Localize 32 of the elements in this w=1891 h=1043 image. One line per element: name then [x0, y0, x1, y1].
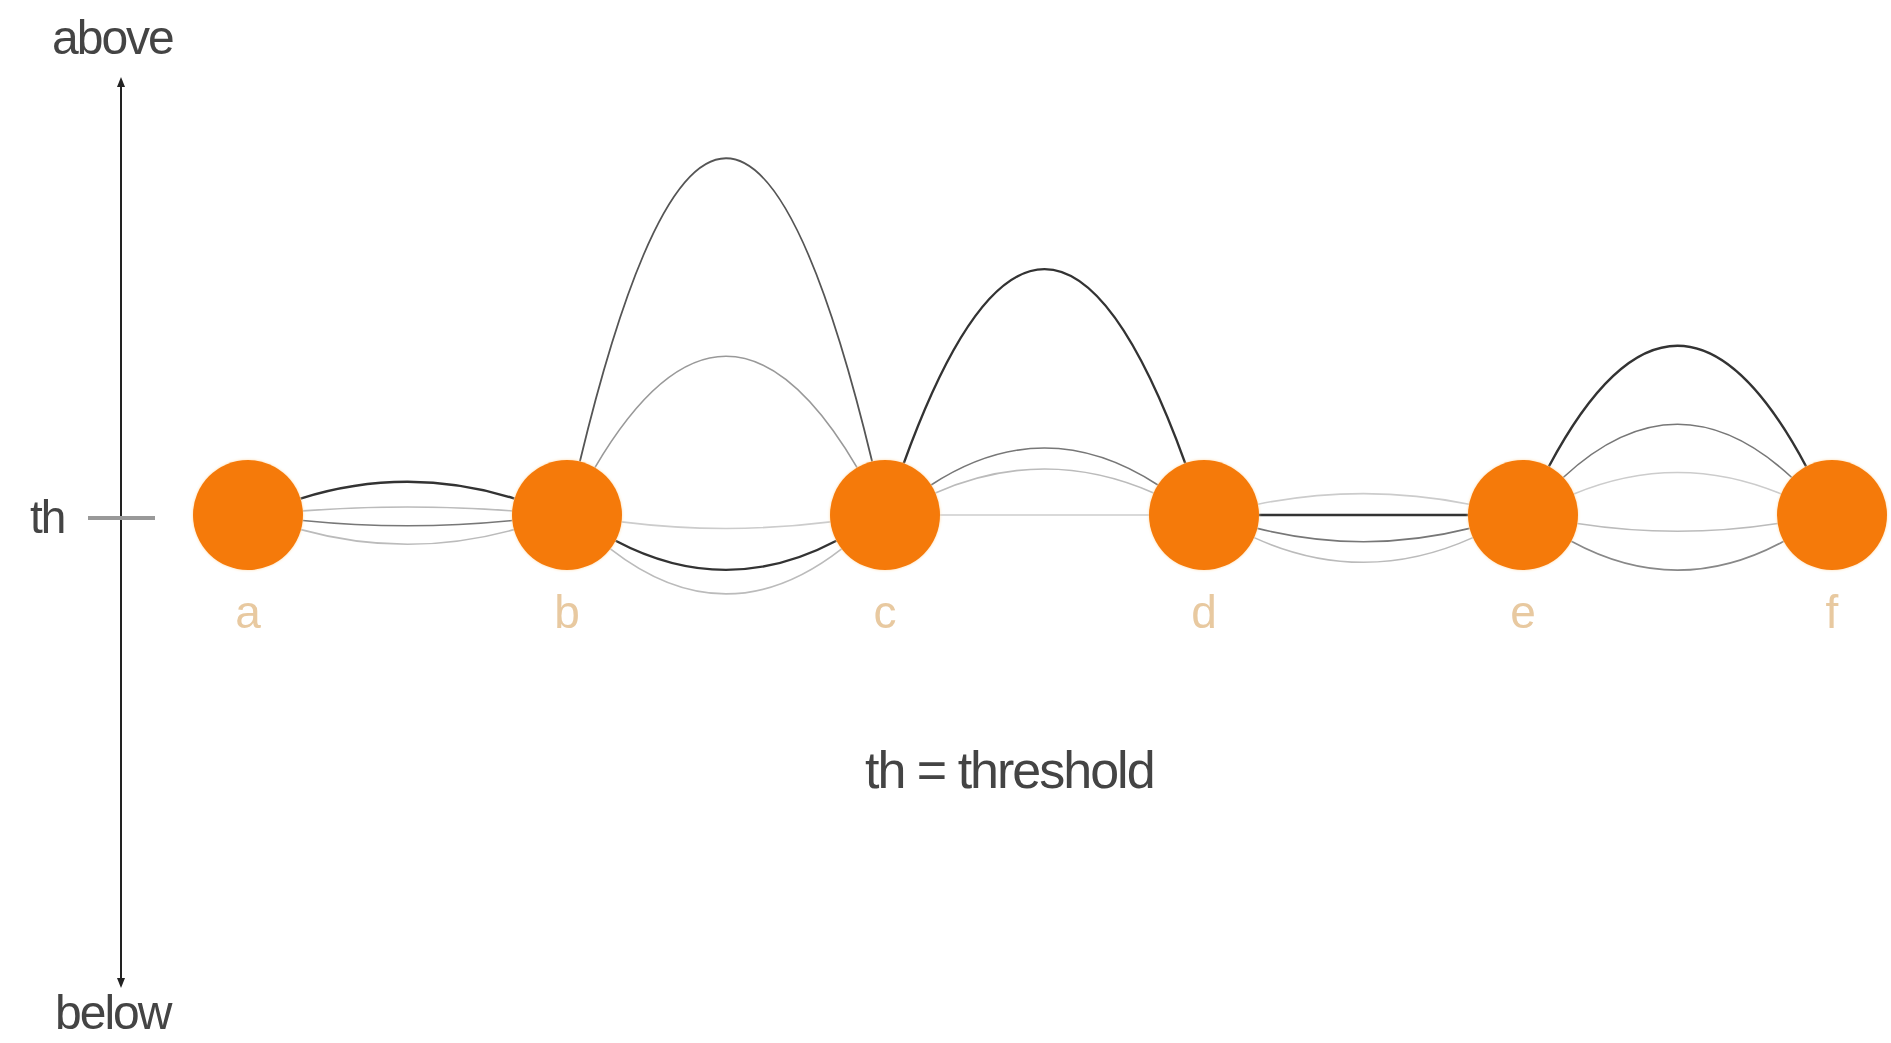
axis-label: above: [52, 10, 173, 65]
node-label: c: [873, 585, 897, 639]
legend-note: th = threshold: [865, 740, 1154, 800]
arc-line: [302, 506, 513, 512]
threshold-label: th: [30, 490, 65, 544]
arc-line: [902, 268, 1187, 464]
arc-line: [1259, 513, 1468, 517]
arc-line: [594, 355, 858, 469]
arc-line: [579, 157, 873, 463]
arc-line: [934, 468, 1155, 494]
arc-line: [1257, 492, 1470, 505]
arc-line: [300, 480, 515, 500]
node-label: d: [1191, 585, 1217, 639]
axis-label: below: [55, 985, 171, 1040]
arc-line: [1570, 540, 1785, 571]
arc-line: [930, 447, 1159, 486]
arc-line: [615, 539, 837, 571]
arc-line: [939, 514, 1150, 516]
node-label: e: [1510, 585, 1536, 639]
arc-line: [620, 521, 832, 530]
arc-line: [301, 519, 514, 527]
arc-line: [1547, 344, 1808, 468]
arc-line: [300, 528, 515, 546]
arc-line: [1562, 423, 1793, 479]
arc-line: [1573, 471, 1782, 495]
arc-line: [1256, 527, 1471, 543]
node-label: f: [1825, 585, 1839, 639]
arc-line: [1253, 536, 1474, 564]
node-label: a: [235, 585, 261, 639]
arc-line: [609, 548, 843, 595]
arc-line: [1576, 522, 1779, 532]
node-label: b: [554, 585, 580, 639]
